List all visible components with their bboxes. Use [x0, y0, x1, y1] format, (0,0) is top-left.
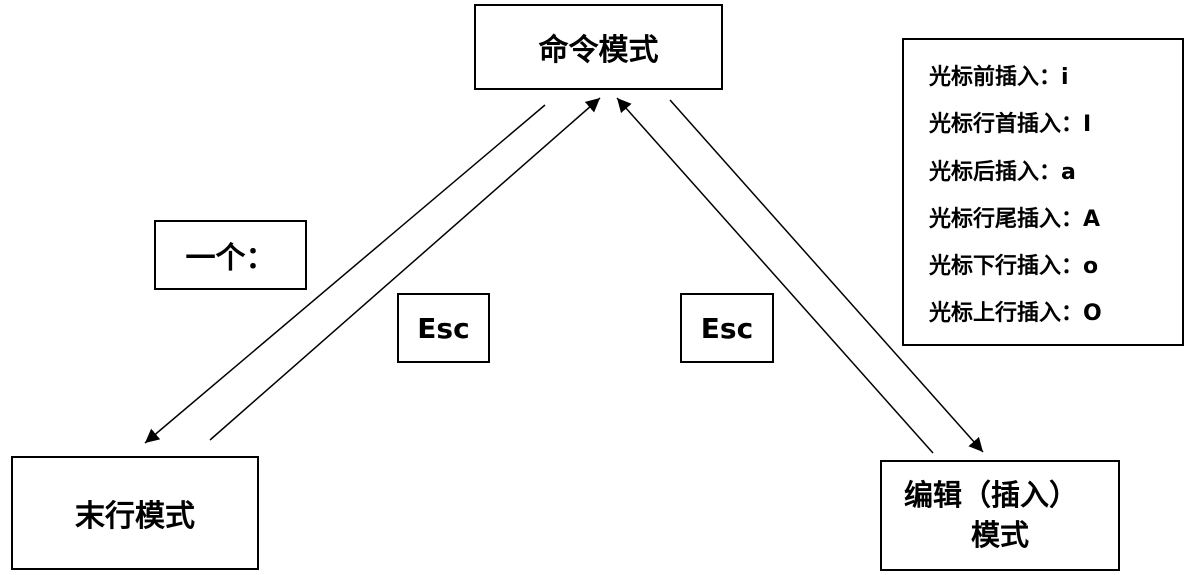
- arrow-last-line-to-command: [209, 97, 601, 441]
- insert-command-item: 光标行首插入：I: [929, 112, 1092, 138]
- insert-command-item: 光标前插入：i: [929, 65, 1069, 90]
- last-line-mode-node: 末行模式: [11, 456, 259, 570]
- edge-label-esc-left-text: Esc: [417, 311, 470, 345]
- arrow-command-to-edit: [669, 99, 984, 453]
- command-mode-label: 命令模式: [538, 33, 659, 68]
- edge-label-colon: 一个：: [154, 220, 307, 290]
- edge-label-colon-text: 一个：: [185, 241, 276, 276]
- insert-command-item: 光标下行插入：o: [929, 254, 1099, 280]
- edit-mode-label-line1: 编辑（插入）: [904, 478, 1079, 513]
- insert-command-item: 光标行尾插入：A: [929, 206, 1101, 232]
- edge-label-esc-right-text: Esc: [700, 311, 754, 345]
- command-mode-node: 命令模式: [474, 4, 723, 90]
- arrow-command-to-last-line: [144, 104, 546, 444]
- insert-command-item: 光标上行插入：O: [929, 301, 1102, 327]
- insert-command-item: 光标后插入：a: [929, 159, 1076, 185]
- insert-commands-legend: 光标前插入：i 光标行首插入：I 光标后插入：a 光标行尾插入：A 光标下行插入…: [902, 38, 1184, 346]
- edit-mode-node: 编辑（插入） 模式: [880, 460, 1120, 571]
- edit-mode-label-line2: 模式: [970, 517, 1029, 552]
- edge-label-esc-right: Esc: [680, 293, 774, 363]
- edge-label-esc-left: Esc: [397, 293, 490, 363]
- last-line-mode-label: 末行模式: [75, 499, 195, 534]
- arrow-edit-to-command: [616, 97, 934, 454]
